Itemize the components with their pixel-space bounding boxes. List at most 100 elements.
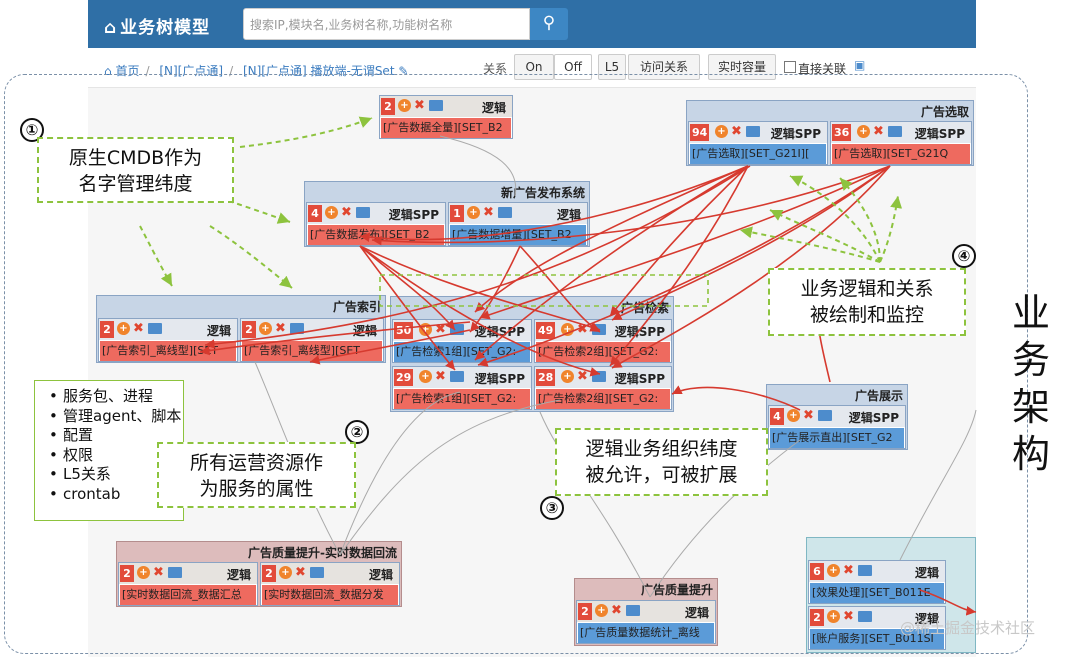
set-label[interactable]: [广告检索1组][SET_G2: <box>394 389 530 409</box>
set-label[interactable]: [广告质量数据统计_离线 <box>578 623 714 643</box>
add-icon[interactable]: + <box>595 604 608 617</box>
instance-count[interactable]: 49 <box>536 322 556 339</box>
add-icon[interactable]: + <box>117 322 130 335</box>
instance-count[interactable]: 2 <box>810 609 824 626</box>
delete-icon[interactable]: ✖ <box>435 322 446 337</box>
delete-icon[interactable]: ✖ <box>731 124 742 139</box>
image-icon[interactable] <box>888 126 902 137</box>
delete-icon[interactable]: ✖ <box>611 603 622 618</box>
edit-icon[interactable]: ✎ <box>398 64 409 78</box>
image-icon[interactable]: ▣ <box>854 58 866 72</box>
set-label[interactable]: [广告数据增量][SET_B2 <box>450 225 586 245</box>
image-icon[interactable] <box>450 324 464 335</box>
set-label[interactable]: [广告检索1组][SET_G2: <box>394 342 530 362</box>
add-icon[interactable]: + <box>857 125 870 138</box>
delete-icon[interactable]: ✖ <box>803 408 814 423</box>
image-icon[interactable] <box>498 207 512 218</box>
instance-count[interactable]: 2 <box>381 98 395 115</box>
delete-icon[interactable]: ✖ <box>577 369 588 384</box>
set-label[interactable]: [账户服务][SET_B011SI <box>810 629 944 649</box>
service-node[interactable]: 29+✖逻辑SPP[广告检索1组][SET_G2: <box>392 366 532 410</box>
delete-icon[interactable]: ✖ <box>843 563 854 578</box>
image-icon[interactable] <box>818 410 832 421</box>
service-node[interactable]: 1+✖逻辑[广告数据增量][SET_B2 <box>448 202 588 246</box>
add-icon[interactable]: + <box>827 564 840 577</box>
add-icon[interactable]: + <box>715 125 728 138</box>
service-node[interactable]: 4+✖逻辑SPP[广告数据发布][SET_B2 <box>306 202 446 246</box>
image-icon[interactable] <box>148 323 162 334</box>
service-node[interactable]: 36+✖逻辑SPP[广告选取][SET_G21Q <box>830 121 972 165</box>
image-icon[interactable] <box>429 100 443 111</box>
set-label[interactable]: [广告索引_离线型][SET <box>242 341 382 361</box>
instance-count[interactable]: 1 <box>450 205 464 222</box>
add-icon[interactable]: + <box>419 370 432 383</box>
instance-count[interactable]: 2 <box>578 603 592 620</box>
delete-icon[interactable]: ✖ <box>483 205 494 220</box>
add-icon[interactable]: + <box>787 409 800 422</box>
delete-icon[interactable]: ✖ <box>577 322 588 337</box>
add-icon[interactable]: + <box>827 610 840 623</box>
image-icon[interactable] <box>858 611 872 622</box>
service-node[interactable]: 2+✖逻辑[广告数据全量][SET_B2 <box>379 95 513 139</box>
service-node[interactable]: 28+✖逻辑SPP[广告检索2组][SET_G2: <box>534 366 672 410</box>
instance-count[interactable]: 28 <box>536 369 556 386</box>
add-icon[interactable]: + <box>259 322 272 335</box>
instance-count[interactable]: 2 <box>100 321 114 338</box>
instance-count[interactable]: 36 <box>832 124 852 141</box>
instance-count[interactable]: 6 <box>810 563 824 580</box>
delete-icon[interactable]: ✖ <box>435 369 446 384</box>
add-icon[interactable]: + <box>398 99 411 112</box>
add-icon[interactable]: + <box>561 370 574 383</box>
set-label[interactable]: [广告选取][SET_G21I][ <box>690 144 826 164</box>
service-node[interactable]: 2+✖逻辑[实时数据回流_数据分发 <box>260 562 400 606</box>
service-node[interactable]: 2+✖逻辑[实时数据回流_数据汇总 <box>118 562 258 606</box>
delete-icon[interactable]: ✖ <box>295 565 306 580</box>
image-icon[interactable] <box>592 371 606 382</box>
add-icon[interactable]: + <box>325 206 338 219</box>
brand[interactable]: ⌂业务树模型 <box>104 13 210 38</box>
delete-icon[interactable]: ✖ <box>414 98 425 113</box>
image-icon[interactable] <box>356 207 370 218</box>
add-icon[interactable]: + <box>561 323 574 336</box>
image-icon[interactable] <box>858 565 872 576</box>
instance-count[interactable]: 2 <box>120 565 134 582</box>
set-label[interactable]: [实时数据回流_数据分发 <box>262 585 398 605</box>
service-node[interactable]: 6+✖逻辑[效果处理][SET_B011E <box>808 560 946 604</box>
set-label[interactable]: [实时数据回流_数据汇总 <box>120 585 256 605</box>
add-icon[interactable]: + <box>137 566 150 579</box>
service-node[interactable]: 2+✖逻辑[账户服务][SET_B011SI <box>808 606 946 650</box>
delete-icon[interactable]: ✖ <box>153 565 164 580</box>
instance-count[interactable]: 29 <box>394 369 414 386</box>
delete-icon[interactable]: ✖ <box>873 124 884 139</box>
service-node[interactable]: 94+✖逻辑SPP[广告选取][SET_G21I][ <box>688 121 828 165</box>
delete-icon[interactable]: ✖ <box>133 321 144 336</box>
service-node[interactable]: 2+✖逻辑[广告质量数据统计_离线 <box>576 600 716 644</box>
set-label[interactable]: [广告展示直出][SET_G2 <box>770 428 904 448</box>
image-icon[interactable] <box>746 126 760 137</box>
instance-count[interactable]: 4 <box>308 205 322 222</box>
relation-off-button[interactable]: Off <box>554 54 592 80</box>
image-icon[interactable] <box>450 371 464 382</box>
service-node[interactable]: 4+✖逻辑SPP[广告展示直出][SET_G2 <box>768 405 906 449</box>
add-icon[interactable]: + <box>467 206 480 219</box>
access-relation-button[interactable]: 访问关系 <box>628 54 700 80</box>
relation-on-button[interactable]: On <box>514 54 554 80</box>
realtime-capacity-button[interactable]: 实时容量 <box>708 54 776 80</box>
instance-count[interactable]: 2 <box>242 321 256 338</box>
search-input[interactable]: 搜索IP,模块名,业务树名称,功能树名称 <box>243 8 530 40</box>
delete-icon[interactable]: ✖ <box>275 321 286 336</box>
set-label[interactable]: [广告检索2组][SET_G2: <box>536 342 670 362</box>
instance-count[interactable]: 2 <box>262 565 276 582</box>
direct-link-checkbox[interactable] <box>784 61 796 73</box>
service-node[interactable]: 2+✖逻辑[广告索引_离线型][SET <box>98 318 238 362</box>
delete-icon[interactable]: ✖ <box>341 205 352 220</box>
instance-count[interactable]: 4 <box>770 408 784 425</box>
delete-icon[interactable]: ✖ <box>843 609 854 624</box>
set-label[interactable]: [广告检索2组][SET_G2: <box>536 389 670 409</box>
l5-button[interactable]: L5 <box>598 54 626 80</box>
add-icon[interactable]: + <box>279 566 292 579</box>
set-label[interactable]: [效果处理][SET_B011E <box>810 583 944 603</box>
image-icon[interactable] <box>310 567 324 578</box>
instance-count[interactable]: 94 <box>690 124 710 141</box>
image-icon[interactable] <box>290 323 304 334</box>
